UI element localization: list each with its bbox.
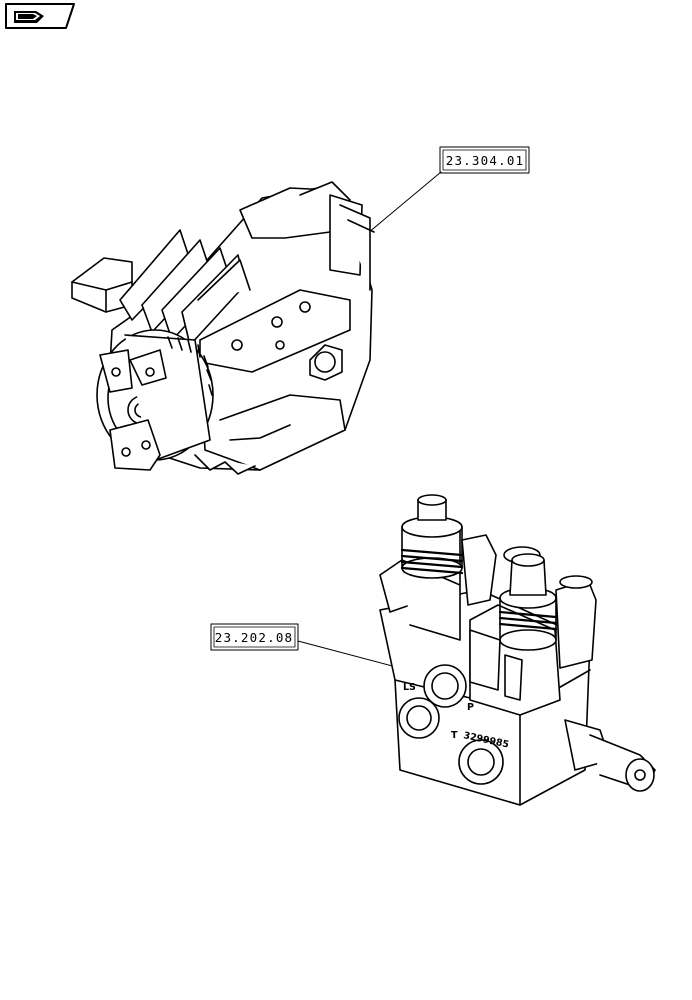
callout-23-304-01[interactable]: 23.304.01 xyxy=(439,146,530,174)
callout-label: 23.304.01 xyxy=(446,153,525,168)
valve-mark-p: P xyxy=(467,702,474,713)
book-icon xyxy=(14,11,44,23)
callout-label: 23.202.08 xyxy=(215,630,294,645)
control-valve xyxy=(379,494,656,806)
brake-assembly xyxy=(71,181,375,475)
valve-mark-ls: LS xyxy=(403,682,416,693)
callout-23-202-08[interactable]: 23.202.08 xyxy=(210,623,299,651)
corner-badge[interactable] xyxy=(5,3,75,29)
valve-mark-t: T xyxy=(451,730,458,741)
leader-line xyxy=(297,640,401,669)
leader-line xyxy=(361,171,442,239)
